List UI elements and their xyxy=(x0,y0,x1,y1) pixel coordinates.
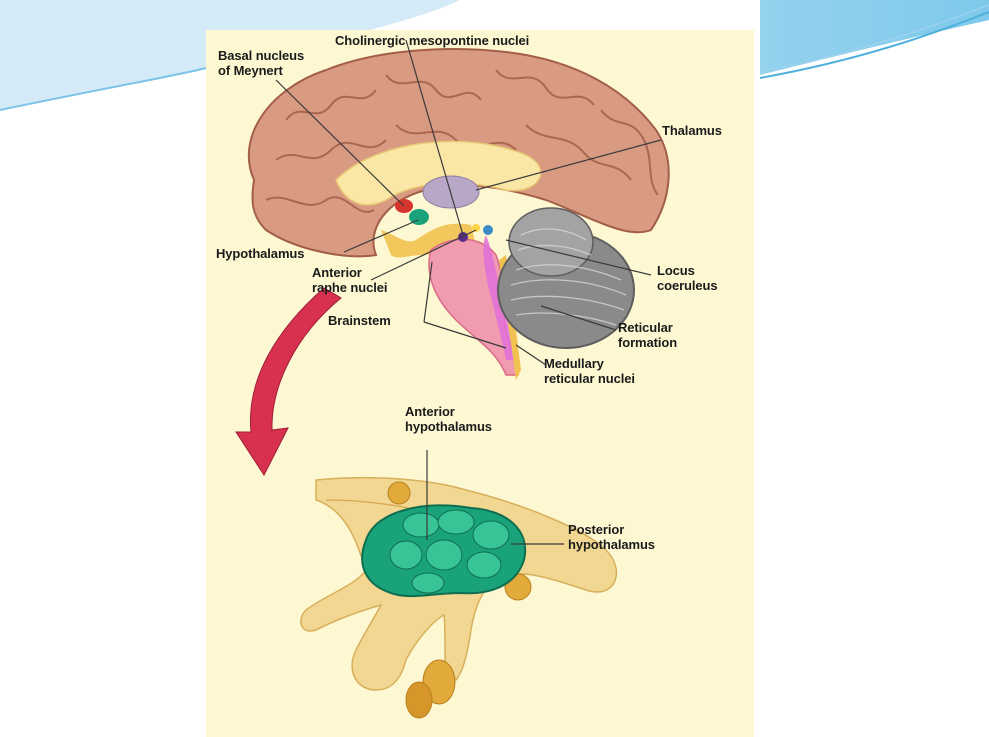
zoom-arrow xyxy=(236,288,341,475)
label-anterior-hypothalamus: Anterior hypothalamus xyxy=(405,404,492,434)
label-locus-coeruleus: Locus coeruleus xyxy=(657,263,718,293)
label-basal-nucleus: Basal nucleus of Meynert xyxy=(218,48,304,78)
label-hypothalamus: Hypothalamus xyxy=(216,246,304,261)
label-cholinergic: Cholinergic mesopontine nuclei xyxy=(335,33,529,48)
label-reticular-formation: Reticular formation xyxy=(618,320,677,350)
label-medullary: Medullary reticular nuclei xyxy=(544,356,635,386)
label-anterior-raphe: Anterior raphe nuclei xyxy=(312,265,387,295)
locus-coeruleus-dot xyxy=(483,225,493,235)
cerebellum xyxy=(498,208,634,348)
hypothalamus-enlargement xyxy=(301,478,617,718)
brain-figure: Cholinergic mesopontine nuclei Basal nuc… xyxy=(206,30,754,737)
label-posterior-hypothalamus: Posterior hypothalamus xyxy=(568,522,655,552)
label-thalamus: Thalamus xyxy=(662,123,722,138)
label-brainstem: Brainstem xyxy=(328,313,391,328)
